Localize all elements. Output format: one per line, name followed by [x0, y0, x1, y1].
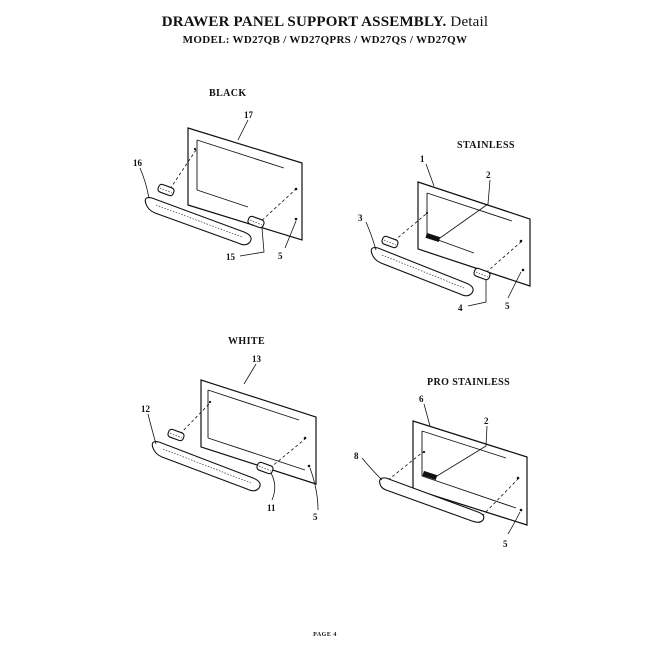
pro-stainless-leader-2	[436, 425, 488, 477]
pro-stainless-screw-hole	[519, 508, 523, 512]
assembly-stainless: 1 2 3 4 5	[358, 154, 531, 313]
white-panel-edge-bottom	[207, 437, 306, 471]
stainless-screw-hole	[425, 211, 429, 215]
assembly-black: 17 16 15 5	[133, 110, 303, 262]
black-handle-bar	[144, 197, 252, 246]
black-callout-15: 15	[226, 252, 236, 262]
stainless-end-cap	[473, 267, 491, 281]
stainless-leader-5	[507, 271, 522, 299]
pro-stainless-leader-8	[361, 457, 383, 481]
black-leader-5	[284, 220, 297, 249]
assembly-white: 13 12 11 5	[141, 354, 319, 522]
stainless-panel	[417, 181, 531, 287]
page-number: PAGE 4	[313, 632, 337, 638]
label-pro-stainless: PRO STAINLESS	[427, 377, 511, 388]
white-callout-11: 11	[267, 503, 276, 513]
title-main: DRAWER PANEL SUPPORT ASSEMBLY.	[161, 14, 447, 30]
stainless-leader-4	[467, 280, 487, 307]
stainless-end-cap	[381, 235, 399, 249]
white-callout-5: 5	[313, 512, 318, 522]
white-end-cap	[256, 461, 274, 475]
white-screw-hole	[208, 400, 212, 404]
pro-stainless-screw-hole	[422, 450, 426, 454]
assembly-pro-stainless: 6 2 8 5	[354, 394, 528, 549]
white-screw-hole	[307, 464, 311, 468]
stainless-callout-4: 4	[458, 303, 463, 313]
black-panel	[187, 127, 303, 241]
model-line: MODEL: WD27QB / WD27QPRS / WD27QS / WD27…	[182, 34, 468, 46]
stainless-leader-2	[439, 179, 491, 239]
pro-stainless-callout-5: 5	[503, 539, 508, 549]
pro-stainless-callout-2: 2	[484, 416, 489, 426]
pro-stainless-badge	[422, 470, 438, 481]
label-stainless: STAINLESS	[457, 140, 515, 151]
white-callout-12: 12	[141, 404, 151, 414]
black-callout-17: 17	[244, 110, 254, 120]
white-mount-line	[269, 438, 306, 469]
black-end-cap	[157, 183, 175, 197]
white-end-cap	[167, 428, 185, 442]
black-callout-5: 5	[278, 251, 283, 261]
label-black: BLACK	[209, 88, 247, 99]
stainless-handle-bar	[370, 247, 474, 297]
black-panel-edge	[196, 139, 285, 169]
white-panel-edge	[207, 389, 300, 421]
black-end-cap	[247, 215, 265, 229]
pro-stainless-callout-8: 8	[354, 451, 359, 461]
stainless-leader-1	[425, 163, 435, 187]
stainless-mount-line	[393, 213, 427, 242]
pro-stainless-handle-bar	[379, 477, 485, 523]
stainless-callout-5: 5	[505, 301, 510, 311]
pro-stainless-leader-6	[423, 403, 431, 427]
white-leader-11	[270, 472, 276, 501]
stainless-callout-2: 2	[486, 170, 491, 180]
stainless-screw-hole	[521, 268, 525, 272]
title-suffix: Detail	[450, 14, 489, 30]
stainless-callout-3: 3	[358, 213, 363, 223]
black-mount-line	[169, 149, 197, 190]
white-panel	[200, 379, 317, 485]
black-screw-hole	[193, 147, 197, 151]
black-panel-edge-bottom	[196, 189, 249, 208]
stainless-callout-1: 1	[420, 154, 425, 164]
stainless-mount-line	[481, 240, 523, 277]
black-leader-17	[237, 119, 249, 141]
black-leader-15	[239, 227, 265, 257]
white-leader-12	[147, 413, 157, 445]
diagram-title: DRAWER PANEL SUPPORT ASSEMBLY. Detail	[0, 14, 650, 31]
stainless-panel-edge	[426, 192, 513, 222]
black-screw-hole	[294, 217, 298, 221]
stainless-leader-3	[365, 221, 377, 251]
pro-stainless-callout-6: 6	[419, 394, 424, 404]
white-callout-13: 13	[252, 354, 262, 364]
pro-stainless-leader-5	[507, 511, 521, 535]
black-handle-texture	[155, 204, 243, 238]
stainless-badge	[425, 232, 441, 243]
pro-stainless-mount-line	[387, 451, 424, 481]
white-leader-5	[309, 467, 319, 511]
white-mount-line	[179, 402, 211, 435]
black-leader-16	[139, 167, 150, 199]
black-callout-16: 16	[133, 158, 143, 168]
pro-stainless-panel-edge	[421, 430, 507, 459]
white-screw-hole	[303, 436, 307, 440]
white-leader-13	[243, 363, 257, 385]
white-handle-texture	[162, 448, 252, 484]
pro-stainless-screw-hole	[516, 476, 520, 480]
label-white: WHITE	[228, 336, 266, 347]
pro-stainless-panel-edge-bottom	[421, 475, 517, 509]
